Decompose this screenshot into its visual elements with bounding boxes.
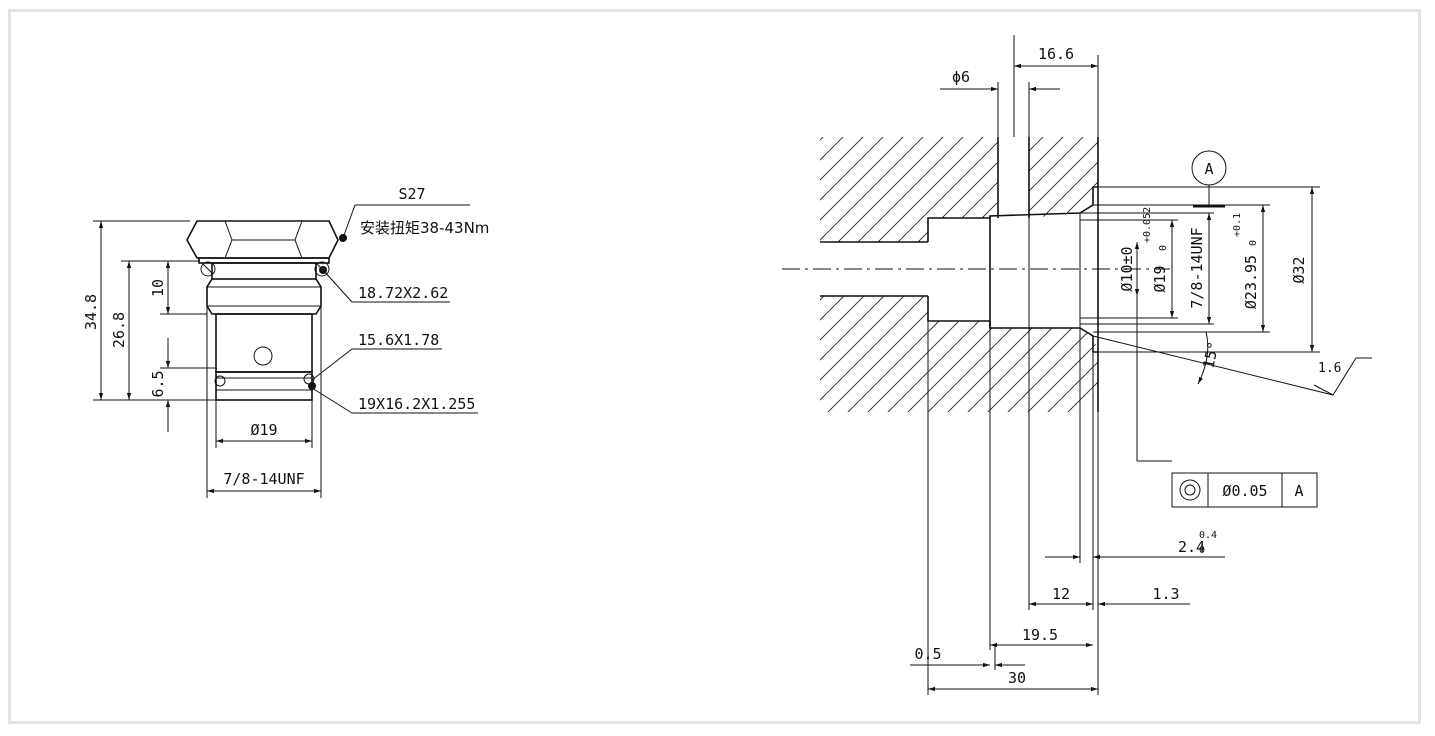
cross-hole [253, 346, 273, 366]
torque-label: 安装扭矩38-43Nm [360, 219, 489, 237]
dim-6-5: 6.5 [149, 370, 167, 397]
dim-1-3: 1.3 [1152, 585, 1179, 603]
cavity-view: ϕ6 16.6 A Ø10±0 Ø19 +0.052 0 7/8-14UNF Ø [782, 35, 1372, 695]
dim-30: 30 [1008, 669, 1026, 687]
dim-dia19-cavity: Ø19 [1151, 265, 1169, 292]
dim-2-4-tol-lower: 0 [1199, 545, 1205, 556]
dim-thread-cavity: 7/8-14UNF [1188, 227, 1206, 308]
dim-2-4: 2.4 [1178, 538, 1205, 556]
dim-dia19-tol-lower: 0 [1158, 245, 1169, 251]
gdt-tolerance: Ø0.05 [1222, 482, 1267, 500]
dim-16-6: 16.6 [1038, 45, 1074, 63]
datum-a-label: A [1204, 160, 1213, 178]
dim-dia23-95-tol-lower: 0 [1248, 240, 1259, 246]
section-hatch [820, 137, 1098, 412]
hex-size-label: S27 [398, 185, 425, 203]
dim-19-5: 19.5 [1022, 626, 1058, 644]
dim-10: 10 [149, 279, 167, 297]
oring-top-left [200, 261, 216, 277]
dim-0-5: 0.5 [914, 645, 941, 663]
dim-dia10: Ø10±0 [1118, 246, 1136, 291]
gdt-datum: A [1294, 482, 1303, 500]
surface-roughness: 1.6 [1318, 361, 1341, 376]
oring-top-right [314, 261, 330, 277]
angle-15: 15° [1199, 340, 1222, 370]
oring-mid-label: 15.6X1.78 [358, 331, 439, 349]
drawing-frame [8, 9, 1421, 724]
dim-overall-length: 34.8 [82, 294, 100, 330]
dim-12: 12 [1052, 585, 1070, 603]
dim-2-4-tol-upper: 0.4 [1199, 530, 1217, 541]
cartridge-view: 34.8 26.8 10 6.5 Ø19 7/8-14UNF S27 安装扭矩3… [82, 185, 489, 498]
dim-thread-cartridge: 7/8-14UNF [223, 470, 304, 488]
concentricity-icon [1179, 479, 1201, 501]
dim-dia19-tol-upper: +0.052 [1142, 207, 1153, 243]
backup-ring-label: 19X16.2X1.255 [358, 395, 475, 413]
dim-26-8: 26.8 [110, 312, 128, 348]
dim-dia23-95: Ø23.95 [1242, 255, 1260, 309]
dim-phi6: ϕ6 [952, 68, 970, 86]
dim-dia23-95-tol-upper: +0.1 [1232, 213, 1243, 237]
dim-dia32: Ø32 [1290, 256, 1308, 283]
oring-top-label: 18.72X2.62 [358, 284, 448, 302]
gdt-frame [1171, 472, 1318, 508]
dim-dia19-cartridge: Ø19 [250, 421, 277, 439]
